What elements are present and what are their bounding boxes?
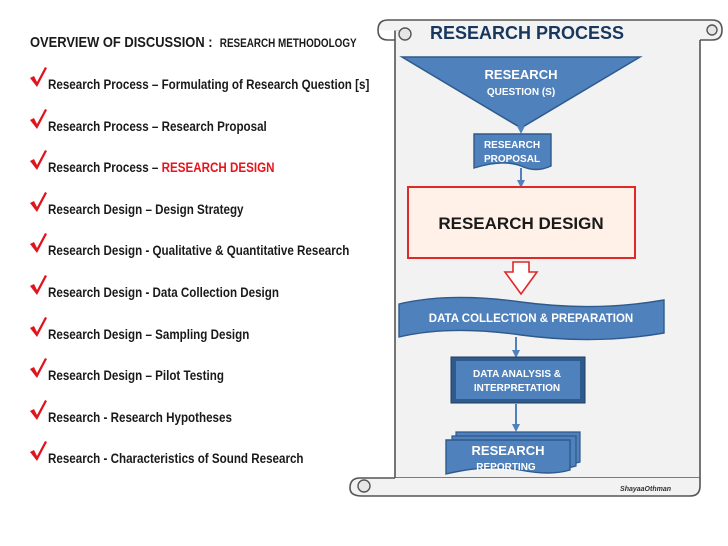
research-reporting-node: RESEARCH REPORTING [445, 431, 581, 475]
data-analysis-node: DATA ANALYSIS & INTERPRETATION [450, 356, 586, 404]
list-item-text: Research Design - Data Collection Design [48, 284, 279, 300]
data-collection-label: DATA COLLECTION & PREPARATION [429, 313, 633, 325]
list-item-highlight: RESEARCH DESIGN [161, 160, 275, 176]
research-question-line2: QUESTION (S) [487, 87, 555, 98]
checkmark-icon [30, 67, 47, 87]
list-item-text: Research Design – Pilot Testing [48, 368, 224, 384]
checkmark-icon [30, 233, 47, 254]
checkmark-icon [30, 399, 47, 420]
overview-title-row: OVERVIEW OF DISCUSSION : RESEARCH METHOD… [30, 34, 357, 52]
list-item-text: Research Process – Research Proposal [48, 118, 267, 134]
checkmark-icon [30, 150, 47, 171]
research-proposal-line2: PROPOSAL [484, 154, 540, 165]
checkmark-icon [30, 358, 47, 379]
data-analysis-line1: DATA ANALYSIS & [473, 369, 561, 380]
data-collection-node: DATA COLLECTION & PREPARATION [398, 296, 665, 341]
down-arrow-icon [503, 261, 539, 296]
overview-title: OVERVIEW OF DISCUSSION : [30, 34, 213, 51]
checkmark-icon [30, 441, 47, 462]
research-reporting-line1: RESEARCH [472, 443, 545, 458]
credit-label: ShayaaOthman [620, 486, 671, 493]
checkmark-icon [30, 274, 47, 295]
research-design-node: RESEARCH DESIGN [407, 186, 636, 259]
checkmark-icon [30, 108, 47, 129]
list-item-text: Research Design – Sampling Design [48, 326, 250, 342]
list-item-text: Research Design - Qualitative & Quantita… [48, 243, 350, 259]
research-question-node: RESEARCH QUESTION (S) [399, 56, 643, 129]
list-item-text: Research Process – [48, 160, 162, 176]
list-item-text: Research Design – Design Strategy [48, 201, 244, 217]
research-question-line1: RESEARCH [485, 67, 558, 82]
checkmark-icon [30, 191, 47, 212]
research-proposal-line1: RESEARCH [484, 140, 540, 151]
research-proposal-node: RESEARCH PROPOSAL [473, 133, 552, 171]
research-design-label: RESEARCH DESIGN [438, 214, 603, 233]
list-item-text: Research - Research Hypotheses [48, 409, 232, 425]
data-analysis-line2: INTERPRETATION [474, 383, 560, 394]
checkmark-icon [30, 316, 47, 337]
list-item-text: Research Process – Formulating of Resear… [48, 77, 370, 92]
list-item-text: Research - Characteristics of Sound Rese… [48, 451, 304, 467]
diagram-title: RESEARCH PROCESS [430, 23, 624, 43]
research-reporting-line2: REPORTING [476, 462, 536, 473]
overview-subtitle: RESEARCH METHODOLOGY [219, 38, 357, 50]
